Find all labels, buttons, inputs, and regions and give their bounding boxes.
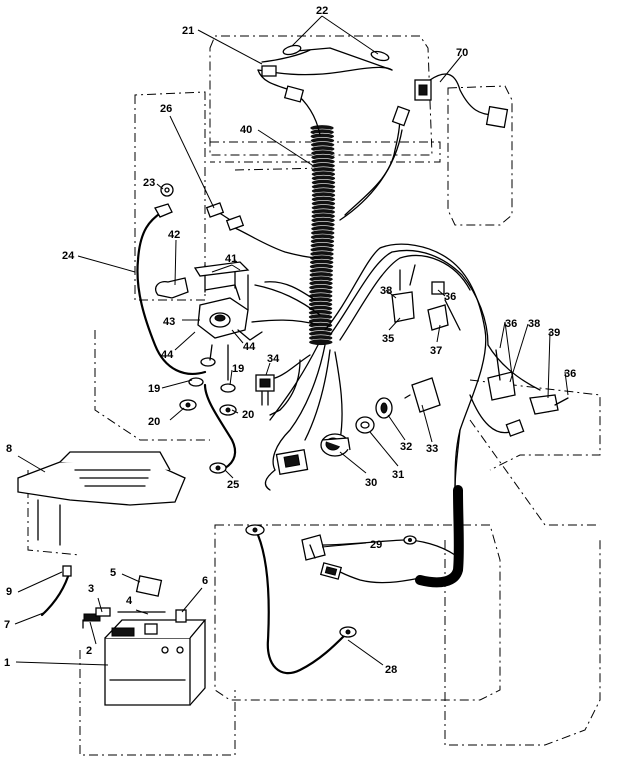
callout-9: 9 — [6, 586, 12, 598]
callout-3: 3 — [88, 583, 94, 595]
callout-26: 26 — [160, 103, 172, 115]
parts-31-32 — [355, 397, 393, 434]
callout-41: 41 — [225, 253, 237, 265]
callout-23: 23 — [143, 177, 155, 189]
wire-loom-coil — [308, 124, 336, 346]
part-42-boot — [154, 277, 189, 299]
callout-34: 34 — [267, 353, 280, 365]
callout-8: 8 — [6, 443, 12, 455]
callout-39: 39 — [548, 327, 560, 339]
parts-38-39 — [487, 349, 569, 437]
callout-36-mid: 36 — [505, 318, 517, 330]
part-29-connector — [301, 534, 343, 580]
loom-ring — [308, 338, 334, 346]
callout-21: 21 — [182, 25, 194, 37]
battery-tray — [17, 451, 186, 546]
callout-20-left: 20 — [148, 416, 160, 428]
cable-25 — [203, 383, 237, 474]
part-3-bolt — [95, 607, 111, 617]
harness-lower-connector — [264, 448, 309, 491]
callout-32: 32 — [400, 441, 412, 453]
terminal-hardware — [179, 329, 263, 416]
part-33-module — [404, 377, 441, 413]
cable-28 — [245, 524, 357, 675]
part-30-ignition-switch — [320, 433, 351, 457]
callout-1: 1 — [4, 657, 10, 669]
callout-5: 5 — [110, 567, 116, 579]
part-34-switch — [255, 374, 275, 406]
callout-24: 24 — [62, 250, 75, 262]
part-6-nut — [175, 609, 187, 623]
part-26-connector — [205, 202, 245, 231]
part-21-22-connectors — [261, 44, 411, 127]
callout-70: 70 — [456, 47, 468, 59]
part-70-connector — [414, 79, 509, 129]
solenoid — [193, 259, 250, 339]
battery-small-parts — [40, 565, 187, 629]
callout-19-right: 19 — [232, 363, 244, 375]
callout-44-left: 44 — [161, 349, 174, 361]
battery — [104, 619, 207, 706]
callout-30: 30 — [365, 477, 377, 489]
harness-end-connector — [403, 535, 417, 545]
callout-28: 28 — [385, 664, 397, 676]
callout-2: 2 — [86, 645, 92, 657]
callout-19-left: 19 — [148, 383, 160, 395]
callout-29: 29 — [370, 539, 382, 551]
callout-42: 42 — [168, 229, 180, 241]
leader-lines — [14, 15, 569, 666]
callout-31: 31 — [392, 469, 404, 481]
callout-40: 40 — [240, 124, 252, 136]
callout-35: 35 — [382, 333, 394, 345]
part-5-pad — [135, 575, 163, 597]
callout-25: 25 — [227, 479, 239, 491]
callout-36-right: 36 — [564, 368, 576, 380]
callout-labels: 1 2 3 4 5 6 7 8 9 19 19 20 20 21 22 23 2… — [4, 5, 576, 676]
parts-35-36-37 — [391, 264, 461, 331]
callout-38-left: 38 — [380, 285, 392, 297]
callout-4: 4 — [126, 595, 133, 607]
part-2-insulator — [83, 613, 101, 622]
callout-22: 22 — [316, 5, 328, 17]
callout-33: 33 — [426, 443, 438, 455]
callout-36-top: 36 — [444, 291, 456, 303]
cable-24 — [136, 183, 207, 375]
callout-43: 43 — [163, 316, 175, 328]
callout-44-right: 44 — [243, 341, 256, 353]
callout-38-right: 38 — [528, 318, 540, 330]
callout-37: 37 — [430, 345, 442, 357]
callout-7: 7 — [4, 619, 10, 631]
callout-6: 6 — [202, 575, 208, 587]
part-9-elbow — [62, 565, 72, 577]
callout-20-right: 20 — [242, 409, 254, 421]
part-7-vent-tube — [40, 568, 72, 617]
